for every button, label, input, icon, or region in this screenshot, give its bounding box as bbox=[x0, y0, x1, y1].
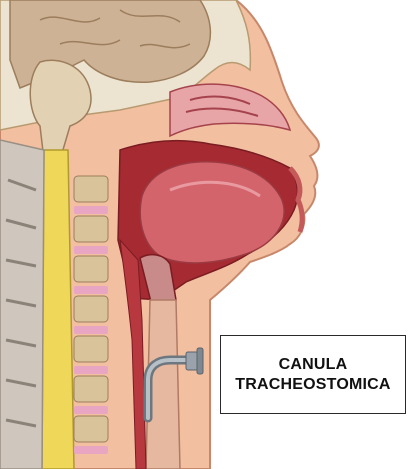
cannula-label: CANULA TRACHEOSTOMICA bbox=[220, 335, 406, 414]
spinal-canal bbox=[42, 150, 74, 469]
label-line-2: TRACHEOSTOMICA bbox=[235, 375, 390, 395]
vertebrae bbox=[74, 176, 108, 454]
label-line-1: CANULA bbox=[279, 355, 348, 375]
